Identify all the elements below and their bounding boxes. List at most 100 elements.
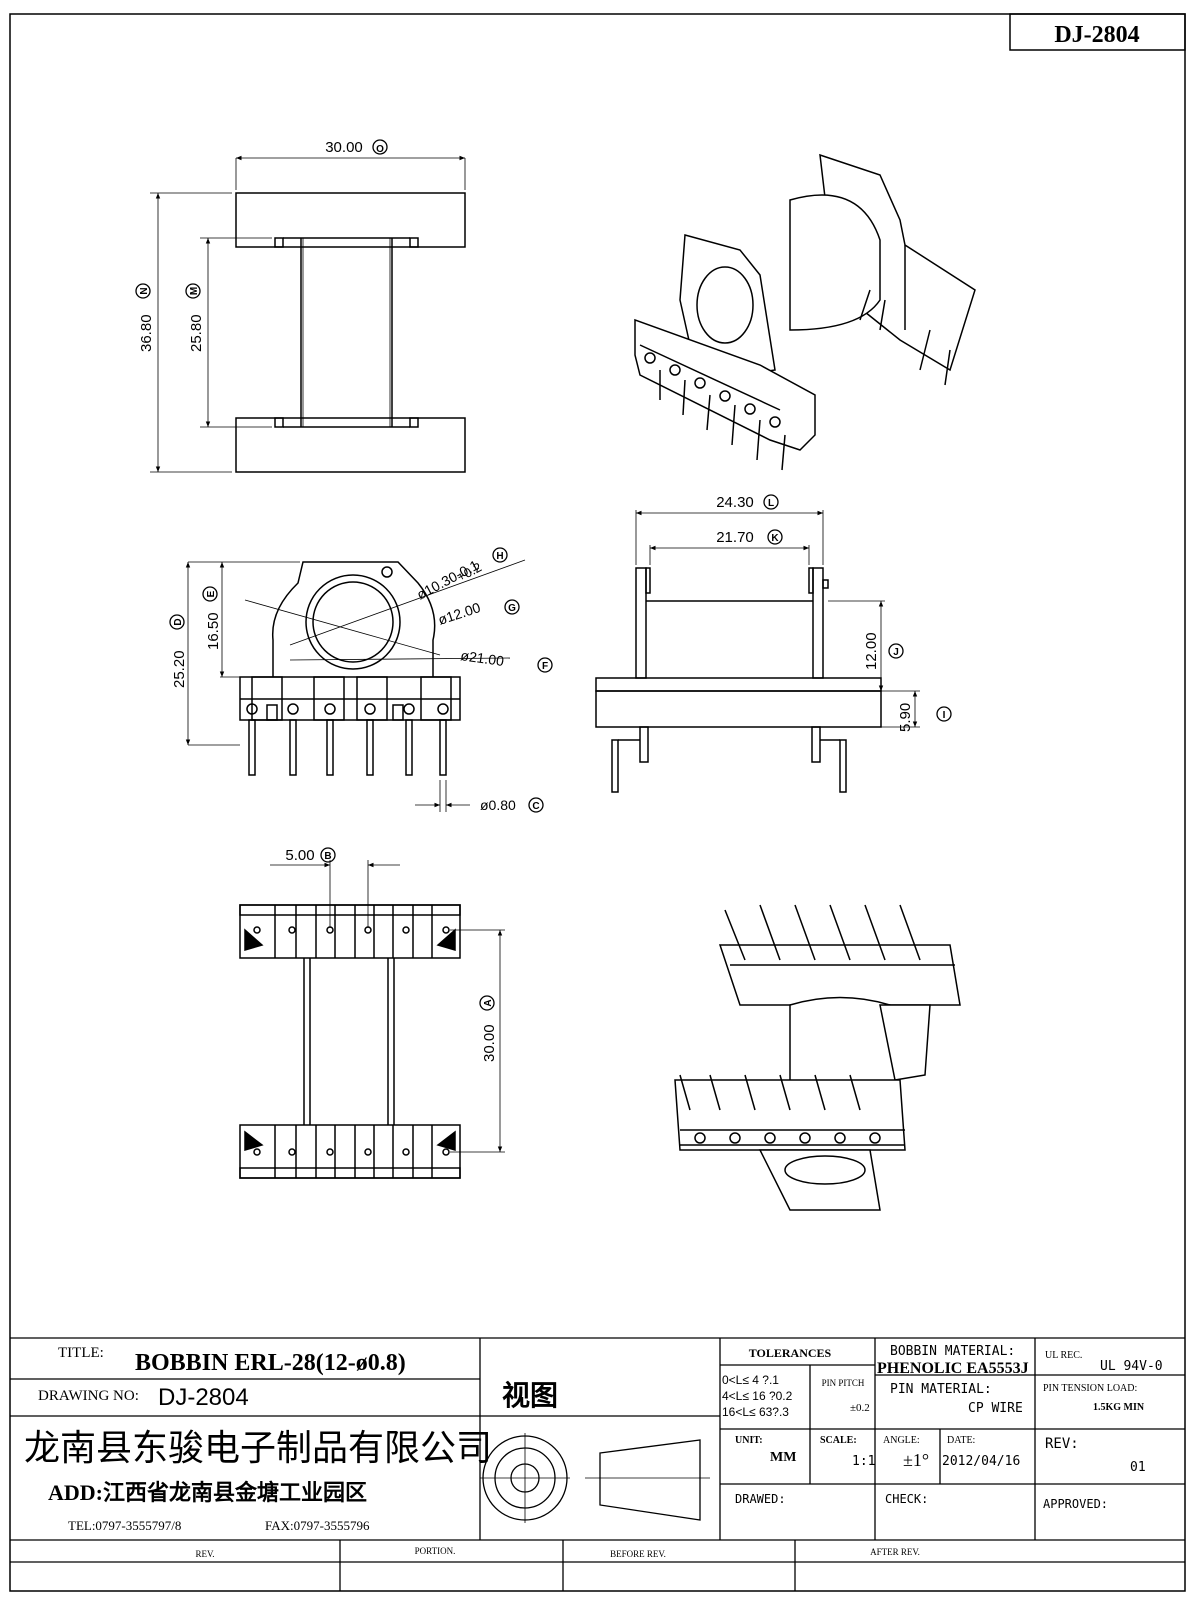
company-name: 龙南县东骏电子制品有限公司 [24, 1428, 492, 1468]
balloon-i-label: I [943, 710, 946, 721]
balloon-g-label: G [508, 603, 516, 614]
scale-label: SCALE: [820, 1435, 857, 1446]
pin-tension-label: PIN TENSION LOAD: [1043, 1383, 1137, 1394]
dim-21-70: 21.70 [716, 529, 754, 546]
dim-25-80: 25.80 [188, 314, 205, 352]
title-block-text: TITLE: BOBBIN ERL-28(12-ø0.8) DRAWING NO… [24, 1344, 1163, 1559]
dim-30-00-top: 30.00 [325, 139, 363, 156]
balloon-i [936, 706, 952, 722]
telephone: TEL:0797-3555797/8 [68, 1518, 181, 1533]
balloon-a-label: A [483, 999, 494, 1006]
balloon-a [479, 995, 495, 1011]
balloon-c-label: C [532, 801, 539, 812]
pin-pitch-value: ±0.2 [850, 1402, 870, 1414]
balloon-d [169, 614, 185, 630]
check-label: CHECK: [885, 1492, 928, 1506]
balloon-l-label: L [768, 498, 774, 509]
balloon-e [202, 586, 218, 602]
tolerances-label: TOLERANCES [749, 1346, 832, 1360]
front-view [150, 155, 466, 473]
before-rev-column: BEFORE REV. [610, 1549, 666, 1559]
pin-material-value: CP WIRE [968, 1401, 1023, 1416]
dim-5-90: 5.90 [897, 703, 914, 732]
fax: FAX:0797-3555796 [265, 1518, 370, 1533]
rev-value: 01 [1130, 1460, 1146, 1475]
balloon-j-label: J [893, 647, 899, 658]
balloon-l [763, 494, 779, 510]
pin-tension-value: 1.5KG MIN [1093, 1402, 1145, 1413]
dim-16-50: 16.50 [205, 612, 222, 650]
title-value: BOBBIN ERL-28(12-ø0.8) [135, 1350, 406, 1376]
dim-phi-12-00: ø12.00 [436, 599, 483, 628]
balloon-k-label: K [771, 533, 779, 544]
tolerance-row-3: 16<L≤ 63?.3 [722, 1405, 789, 1419]
balloon-n-label: N [139, 287, 150, 294]
after-rev-column: AFTER REV. [870, 1547, 920, 1557]
tolerance-row-1: 0<L≤ 4 ?.1 [722, 1373, 779, 1387]
drawing-code: DJ-2804 [1054, 22, 1139, 48]
side-view [185, 559, 526, 812]
ul-rec-label: UL REC. [1045, 1350, 1082, 1361]
pin-material-label: PIN MATERIAL: [890, 1382, 992, 1397]
balloon-o [372, 139, 388, 155]
drawing-frame [9, 13, 1186, 1592]
end-view [595, 510, 920, 793]
date-value: 2012/04/16 [942, 1454, 1020, 1469]
bobbin-material-value: PHENOLIC EA5553J [877, 1360, 1029, 1377]
projection-symbol [480, 1433, 710, 1523]
balloon-m-label: M [189, 287, 200, 295]
unit-value: MM [770, 1450, 796, 1465]
dim-12-00-j: 12.00 [863, 632, 880, 670]
company-address: ADD:江西省龙南县金塘工业园区 [48, 1480, 367, 1505]
date-label: DATE: [947, 1435, 975, 1446]
bottom-view-labels: 5.00 B 30.00 A [285, 847, 498, 1062]
scale-value: 1:1 [852, 1454, 875, 1469]
title-block-lines [10, 1337, 1185, 1591]
dim-36-80: 36.80 [138, 314, 155, 352]
balloon-b-label: B [324, 851, 331, 862]
angle-label: ANGLE: [883, 1435, 920, 1446]
title-label: TITLE: [58, 1345, 104, 1361]
balloon-m [185, 283, 201, 299]
front-view-labels: 30.00 O 36.80 N 25.80 M [135, 139, 388, 352]
tolerance-row-2: 4<L≤ 16 ?0.2 [722, 1389, 793, 1403]
portion-column: PORTION. [415, 1546, 456, 1556]
dim-25-20: 25.20 [171, 650, 188, 688]
dim-phi-21-00: ø21.00 [460, 647, 506, 669]
approved-label: APPROVED: [1043, 1497, 1108, 1511]
bobbin-material-label: BOBBIN MATERIAL: [890, 1344, 1015, 1359]
balloon-b [320, 847, 336, 863]
rev-label: REV: [1045, 1436, 1079, 1452]
drawing-code-box: DJ-2804 [1009, 13, 1186, 51]
bottom-view [239, 860, 505, 1179]
pin-pitch-label: PIN PITCH [822, 1378, 865, 1388]
balloon-d-label: D [173, 618, 184, 625]
isometric-view-top [634, 153, 976, 471]
balloon-h [492, 547, 508, 563]
balloon-f [537, 657, 553, 673]
view-label: 视图 [502, 1380, 558, 1412]
ul-rec-value: UL 94V-0 [1100, 1359, 1163, 1374]
end-view-labels: 24.30 L 21.70 K 12.00 J 5.90 I [716, 494, 952, 732]
dim-24-30: 24.30 [716, 494, 754, 511]
balloon-e-label: E [206, 590, 217, 597]
balloon-k [767, 529, 783, 545]
isometric-view-bottom [674, 904, 961, 1211]
balloon-h-label: H [496, 551, 503, 562]
balloon-f-label: F [542, 661, 548, 672]
balloon-g [504, 599, 520, 615]
balloon-j [888, 643, 904, 659]
balloon-o-label: O [376, 144, 384, 155]
balloon-n [135, 283, 151, 299]
dim-5-00: 5.00 [285, 847, 314, 864]
drawing-no-label: DRAWING NO: [38, 1388, 139, 1404]
rev-column: REV. [195, 1549, 214, 1559]
unit-label: UNIT: [735, 1435, 763, 1446]
angle-value: ±1° [903, 1450, 929, 1470]
balloon-c [528, 797, 544, 813]
drawing-no-value: DJ-2804 [158, 1384, 249, 1411]
dim-phi-0-80: ø0.80 [480, 797, 516, 813]
dim-30-00-bottom: 30.00 [481, 1024, 498, 1062]
side-view-labels: +0.2 ø10.30-0.1 H ø12.00 G ø21.00 F 16.5… [169, 547, 553, 813]
